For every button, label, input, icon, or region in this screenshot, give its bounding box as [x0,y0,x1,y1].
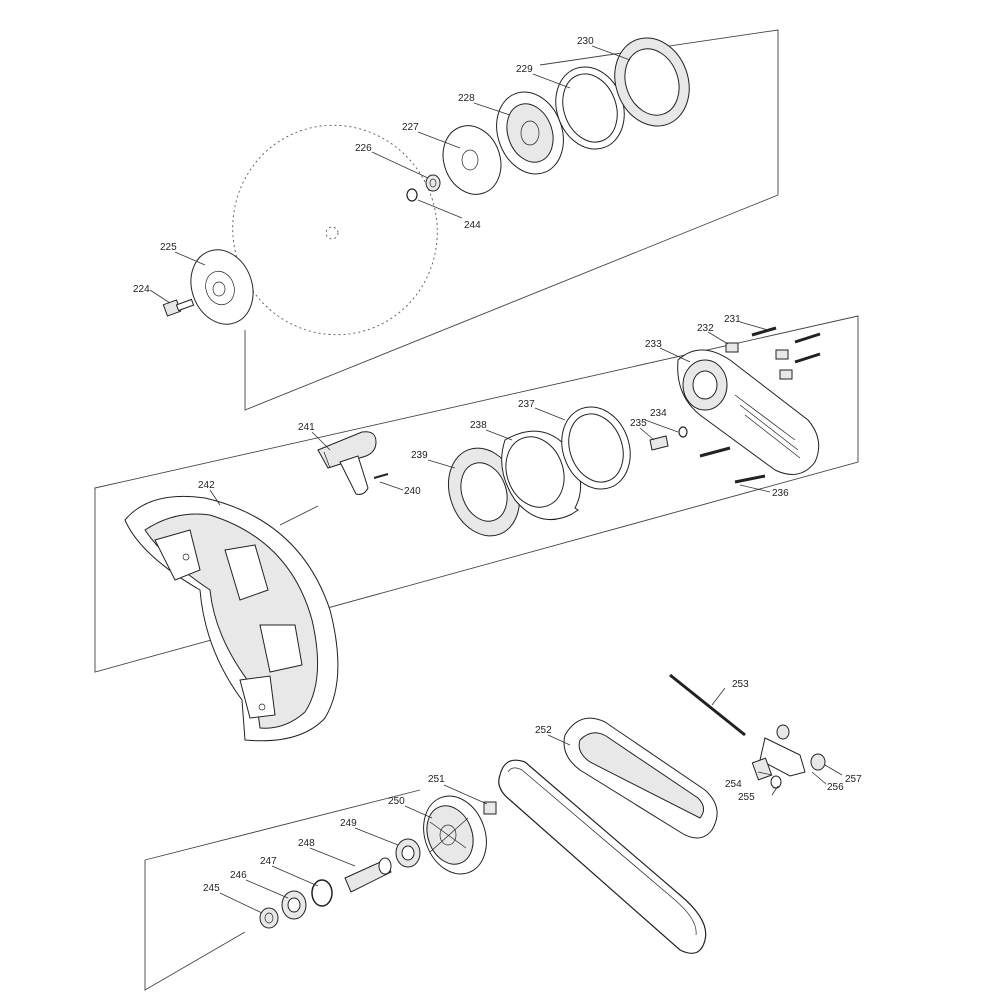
label-252: 252 [535,725,552,736]
part-240-screw [373,473,389,479]
part-224-bolt [162,298,195,317]
part-233-gear-housing [677,349,820,475]
part-230-cover-ring [614,37,690,127]
part-251-bolt [483,801,497,815]
part-250-pulley [423,795,487,875]
part-235-screw [649,435,669,451]
part-228-plate [496,91,564,175]
part-229-ring [555,66,625,150]
label-229: 229 [516,64,533,75]
label-247: 247 [260,856,277,867]
part-242-blade-guard [124,495,339,742]
label-240: 240 [404,486,421,497]
part-255-washer [770,775,782,789]
frame-bottom-top [144,789,421,861]
label-225: 225 [160,242,177,253]
frame-top [244,29,779,411]
part-number-labels: 224 225 226 227 228 229 230 244 231 232 … [133,36,862,894]
part-252-belt-cover [563,717,718,839]
part-247-circlip [311,879,333,907]
part-236-bolts [699,446,766,484]
part-225-outer-flange [190,249,254,325]
part-246-bearing [281,890,307,920]
part-244-ring [406,188,418,202]
part-249-bearing [395,838,421,868]
leaders-top [149,45,631,304]
label-227: 227 [402,122,419,133]
part-256-bracket [759,737,806,777]
section-frames [94,29,859,991]
label-245: 245 [203,883,220,894]
part-belt [498,759,707,954]
label-237: 237 [518,399,535,410]
label-244: 244 [464,220,481,231]
frame-middle [94,315,859,673]
label-239: 239 [411,450,428,461]
part-241-lever [317,431,377,495]
frame-bottom [144,860,246,991]
leaders-middle [209,321,771,526]
label-246: 246 [230,870,247,881]
label-253: 253 [732,679,749,690]
part-226-spacer [425,174,441,192]
label-233: 233 [645,339,662,350]
label-226: 226 [355,143,372,154]
part-254-spring [751,757,773,781]
label-256: 256 [827,782,844,793]
blade-dashed-outline [232,124,438,336]
label-254: 254 [725,779,742,790]
part-245-bushing [259,907,279,929]
part-231-bolts [751,326,821,364]
label-228: 228 [458,93,475,104]
label-234: 234 [650,408,667,419]
part-257-nut [776,724,826,771]
label-231: 231 [724,314,741,325]
label-224: 224 [133,284,150,295]
part-238-plate [501,430,582,521]
part-239-plate [448,447,520,537]
label-248: 248 [298,838,315,849]
label-242: 242 [198,480,215,491]
label-249: 249 [340,818,357,829]
part-232-springs [725,342,793,380]
label-250: 250 [388,796,405,807]
part-237-ring [561,406,631,490]
label-238: 238 [470,420,487,431]
leaders-bottom [219,687,843,914]
part-253-rod [669,673,746,737]
label-251: 251 [428,774,445,785]
part-227-inner-flange [442,125,502,195]
label-235: 235 [630,418,647,429]
label-241: 241 [298,422,315,433]
label-255: 255 [738,792,755,803]
label-236: 236 [772,488,789,499]
label-230: 230 [577,36,594,47]
label-232: 232 [697,323,714,334]
label-257: 257 [845,774,862,785]
part-234-ring [678,426,688,438]
part-248-shaft [344,857,392,893]
